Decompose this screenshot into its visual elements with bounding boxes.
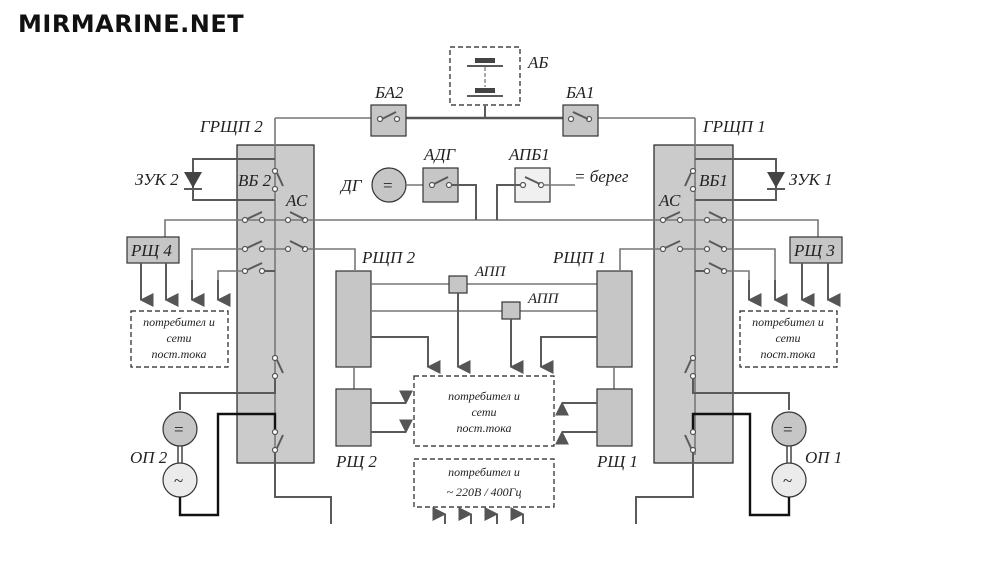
svg-text:~: ~ [174, 471, 183, 490]
left-dc-consumers: потребител и сети пост.тока [130, 310, 229, 368]
svg-text:РЩ 1: РЩ 1 [596, 452, 638, 471]
vb1-label: ВБ1 [699, 171, 728, 190]
ba2-breaker: БА2 [370, 83, 407, 137]
rsh3-panel: РЩ 3 [747, 236, 843, 307]
svg-text:~: ~ [783, 471, 792, 490]
vb2-label: ВБ 2 [238, 171, 272, 190]
svg-text:пост.тока: пост.тока [760, 347, 815, 361]
center-dc-consumers: потребител и сети пост.тока [413, 375, 555, 447]
adg-breaker: АДГ [422, 145, 477, 220]
svg-text:потребител и: потребител и [448, 465, 520, 479]
dg-label: ДГ [339, 176, 363, 195]
grshp1-panel [653, 144, 734, 464]
app-switch-bottom: АПП [501, 291, 560, 374]
ba2-label: БА2 [374, 83, 404, 102]
zuk2-charger: ЗУК 2 [135, 158, 275, 201]
svg-text:РЩ 4: РЩ 4 [130, 241, 172, 260]
op2-label: ОП 2 [130, 448, 168, 467]
zuk1-charger: ЗУК 1 [695, 158, 833, 201]
op2-dc-switch [179, 354, 284, 410]
vb1-switch: ВБ1 [684, 167, 728, 193]
site-logo: MIRMARINE.NET [18, 10, 245, 38]
ba1-label: БА1 [565, 83, 594, 102]
svg-text:=: = [383, 176, 393, 195]
svg-text:РЩ 3: РЩ 3 [793, 241, 835, 260]
left-switches-row1 [241, 211, 309, 224]
svg-text:сети: сети [775, 331, 800, 345]
shore-label: = берег [574, 167, 629, 186]
svg-text:пост.тока: пост.тока [151, 347, 206, 361]
grshp1-label: ГРЩП 1 [702, 117, 766, 136]
rsh2-panel: РЩ 2 [335, 388, 413, 471]
svg-text:РЩП 2: РЩП 2 [361, 248, 416, 267]
as-left-label: АС [285, 191, 308, 210]
svg-text:потребител и: потребител и [752, 315, 824, 329]
apb1-label: АПБ1 [508, 145, 550, 164]
svg-text:=: = [783, 420, 793, 439]
svg-text:~ 220В / 400Гц: ~ 220В / 400Гц [447, 485, 522, 499]
battery-label: АБ [527, 53, 548, 72]
svg-text:РЩ 2: РЩ 2 [335, 452, 377, 471]
svg-text:=: = [174, 420, 184, 439]
rsh1-panel: РЩ 1 [555, 388, 638, 471]
op1-label: ОП 1 [805, 448, 842, 467]
battery-bank: АБ [449, 46, 548, 106]
svg-text:потребител и: потребител и [448, 389, 520, 403]
battery-bus [274, 106, 696, 455]
right-switches-row1 [659, 211, 728, 224]
app-switch-top: АПП [448, 264, 507, 374]
svg-text:потребител и: потребител и [143, 315, 215, 329]
rshp1-panel: РЩП 1 [539, 248, 633, 389]
svg-text:пост.тока: пост.тока [456, 421, 511, 435]
rsh4-panel: РЩ 4 [126, 236, 231, 307]
adg-label: АДГ [423, 145, 456, 164]
right-switches-row3 [695, 262, 750, 300]
apb1-breaker: АПБ1 = берег [496, 145, 629, 220]
op1-dc-switch [684, 354, 790, 410]
ba1-breaker: БА1 [562, 83, 599, 137]
right-dc-consumers: потребител и сети пост.тока [739, 310, 838, 368]
ac-consumers: потребител и ~ 220В / 400Гц [413, 458, 555, 524]
svg-text:сети: сети [166, 331, 191, 345]
vb2-switch: ВБ 2 [238, 167, 284, 193]
as-right-label: АС [658, 191, 681, 210]
diesel-generator: = ДГ [339, 167, 424, 203]
zuk2-label: ЗУК 2 [135, 170, 179, 189]
svg-text:АПП: АПП [474, 264, 507, 280]
grshp2-label: ГРЩП 2 [199, 117, 263, 136]
op1-converter: = ~ ОП 1 [635, 411, 842, 524]
main-dc-bus [164, 219, 819, 240]
svg-text:АПП: АПП [527, 291, 560, 307]
svg-text:сети: сети [471, 405, 496, 419]
op2-converter: = ~ ОП 2 [130, 411, 332, 524]
zuk1-label: ЗУК 1 [789, 170, 833, 189]
svg-text:РЩП 1: РЩП 1 [552, 248, 606, 267]
rshp2-panel: РЩП 2 [335, 248, 597, 389]
